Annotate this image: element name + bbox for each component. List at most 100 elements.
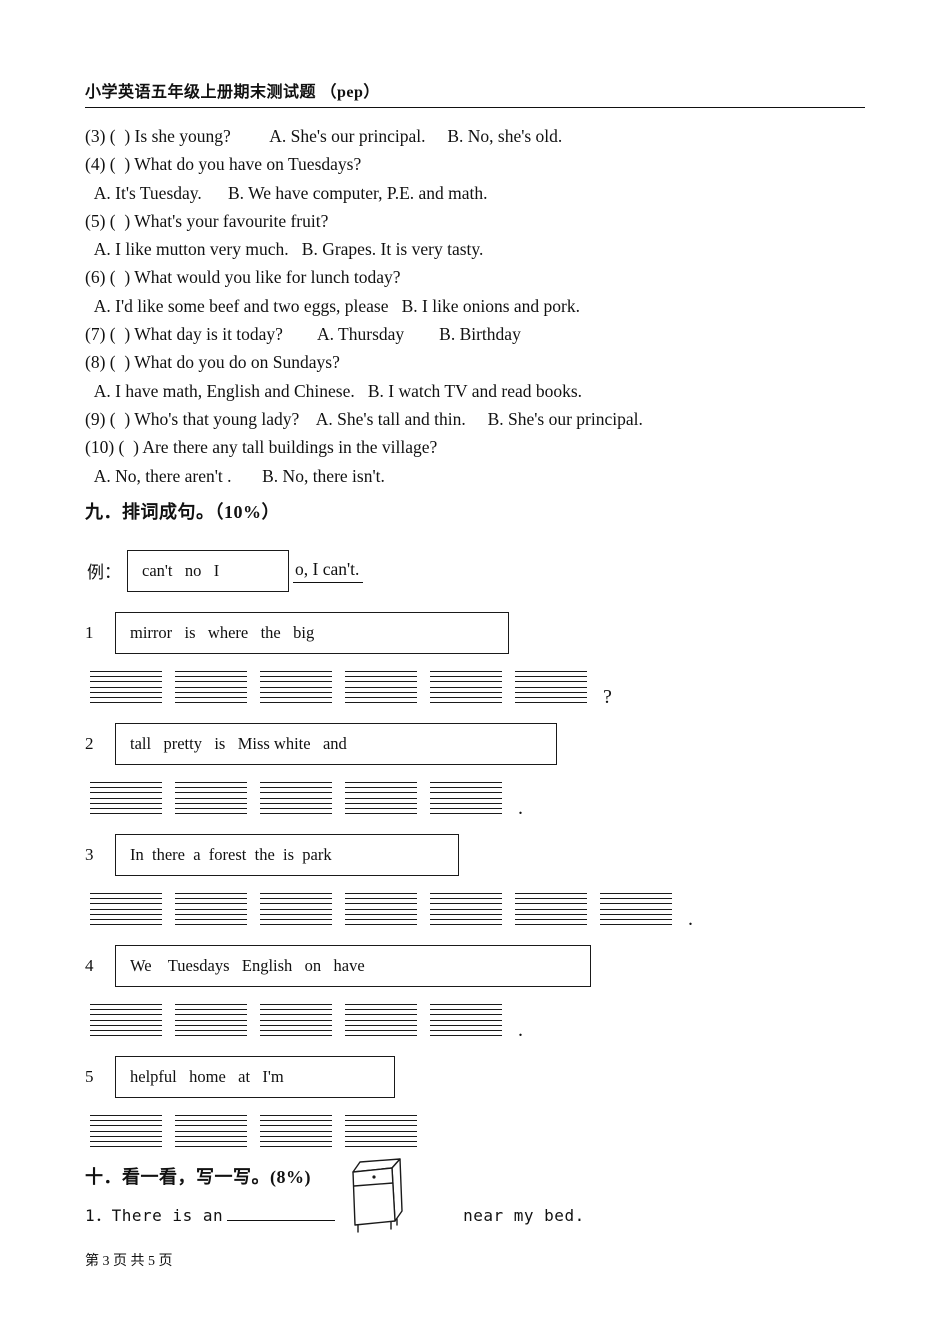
- answer-line-block: [260, 1114, 332, 1126]
- answer-line-block: [90, 1003, 162, 1015]
- header-divider: [85, 107, 865, 108]
- section10-title: 十．看一看，写一写。(8%): [85, 1166, 311, 1187]
- example-answer: o, I can't.: [293, 559, 364, 583]
- answer-line-block: [260, 1003, 332, 1015]
- example-label: 例：: [87, 563, 121, 583]
- answer-line-block: [345, 892, 417, 904]
- answer-line-block: [515, 892, 587, 904]
- answer-line-block: [515, 908, 587, 925]
- answer-line-block: [90, 797, 162, 814]
- question-line: (3) ( ) Is she young? A. She's our princ…: [85, 126, 563, 146]
- answer-line-block: [175, 1019, 247, 1036]
- answer-line-block: [345, 1019, 417, 1036]
- answer-line-block: [175, 670, 247, 682]
- answer-line-block: [175, 781, 247, 793]
- answer-line-block: [600, 892, 672, 904]
- answer-line-block: [90, 892, 162, 904]
- item-head: 5 helpful home at I'm: [85, 1055, 865, 1098]
- item-head: 4 We Tuesdays English on have: [85, 944, 865, 987]
- answer-line-row: .: [90, 907, 865, 930]
- answer-line-block: [90, 1019, 162, 1036]
- answer-line-block: [175, 908, 247, 925]
- question-line: A. I have math, English and Chinese. B. …: [85, 380, 583, 401]
- answer-line-row: [90, 1114, 865, 1126]
- answer-line-block: [345, 1130, 417, 1147]
- answer-ruling: [90, 1114, 865, 1147]
- answer-line-block: [260, 1130, 332, 1147]
- item-head: 3 In there a forest the is park: [85, 833, 865, 876]
- question-line: A. I like mutton very much. B. Grapes. I…: [85, 239, 484, 260]
- answer-line-row: [90, 1130, 865, 1147]
- fill-in-line-1: 1．There is an near my bed.: [85, 1202, 865, 1226]
- answer-ruling: .: [90, 781, 865, 819]
- example-word-box: can't no I: [127, 549, 289, 592]
- answer-line-block: [430, 797, 502, 814]
- answer-line-row: .: [90, 1018, 865, 1041]
- answer-line-block: [345, 670, 417, 682]
- answer-line-block: [515, 670, 587, 682]
- word-box: tall pretty is Miss white and: [115, 722, 557, 765]
- item-number: 3: [85, 844, 94, 864]
- answer-line-block: [345, 686, 417, 703]
- nightstand-icon: [352, 1158, 403, 1233]
- answer-line-row: .: [90, 796, 865, 819]
- answer-line-block: [175, 1130, 247, 1147]
- answer-line-block: [90, 1130, 162, 1147]
- answer-line-block: [175, 686, 247, 703]
- question-line: (8) ( ) What do you do on Sundays?: [85, 352, 340, 373]
- answer-line-block: [430, 1019, 502, 1036]
- answer-line-row: [90, 781, 865, 793]
- item-number: 2: [85, 733, 94, 753]
- question-line: (4) ( ) What do you have on Tuesdays?: [85, 154, 362, 175]
- answer-ruling: .: [90, 892, 865, 930]
- end-punctuation: .: [518, 796, 523, 819]
- header-title: 小学英语五年级上册期末测试题 （pep）: [85, 84, 380, 101]
- answer-line-block: [345, 908, 417, 925]
- answer-line-row: [90, 670, 865, 682]
- item-head: 2 tall pretty is Miss white and: [85, 722, 865, 765]
- example-row: 例： can't no I o, I can't.: [87, 549, 865, 592]
- answer-line-block: [175, 1003, 247, 1015]
- answer-line-block: [260, 797, 332, 814]
- page-footer: 第 3 页 共 5 页: [85, 1253, 173, 1269]
- rearrange-item-2: 2 tall pretty is Miss white and .: [85, 722, 865, 819]
- word-box: helpful home at I'm: [115, 1055, 395, 1098]
- answer-line-row: ?: [90, 686, 865, 707]
- section9-title: 九．排词成句。（10%）: [85, 501, 280, 522]
- item-head: 1 mirror is where the big: [85, 611, 865, 654]
- answer-line-block: [175, 797, 247, 814]
- answer-line-block: [175, 1114, 247, 1126]
- answer-line-block: [600, 908, 672, 925]
- answer-line-block: [260, 686, 332, 703]
- multiple-choice-section: (3) ( ) Is she young? A. She's our princ…: [85, 122, 865, 490]
- answer-line-block: [260, 781, 332, 793]
- answer-line-block: [260, 670, 332, 682]
- answer-line-block: [430, 1003, 502, 1015]
- page-header: 小学英语五年级上册期末测试题 （pep）: [85, 78, 865, 108]
- question-line: A. It's Tuesday. B. We have computer, P.…: [85, 182, 488, 203]
- answer-ruling: ?: [90, 670, 865, 707]
- end-punctuation: .: [688, 907, 693, 930]
- rearrange-item-4: 4 We Tuesdays English on have .: [85, 944, 865, 1041]
- answer-blank: [227, 1208, 336, 1221]
- end-punctuation: .: [518, 1018, 523, 1041]
- answer-line-block: [90, 781, 162, 793]
- item-number: 5: [85, 1066, 94, 1086]
- answer-line-block: [175, 892, 247, 904]
- rearrange-item-5: 5 helpful home at I'm: [85, 1055, 865, 1147]
- question-line: A. I'd like some beef and two eggs, plea…: [85, 295, 580, 316]
- fill-line-post: near my bed.: [463, 1205, 585, 1225]
- answer-line-block: [260, 908, 332, 925]
- answer-line-block: [345, 797, 417, 814]
- word-box: mirror is where the big: [115, 611, 509, 654]
- fill-line-pre: 1．There is an: [85, 1205, 224, 1225]
- answer-line-block: [90, 686, 162, 703]
- answer-line-block: [430, 670, 502, 682]
- answer-line-block: [345, 781, 417, 793]
- answer-line-block: [260, 892, 332, 904]
- question-line: (6) ( ) What would you like for lunch to…: [85, 267, 401, 288]
- answer-line-block: [430, 892, 502, 904]
- item-number: 1: [85, 622, 94, 642]
